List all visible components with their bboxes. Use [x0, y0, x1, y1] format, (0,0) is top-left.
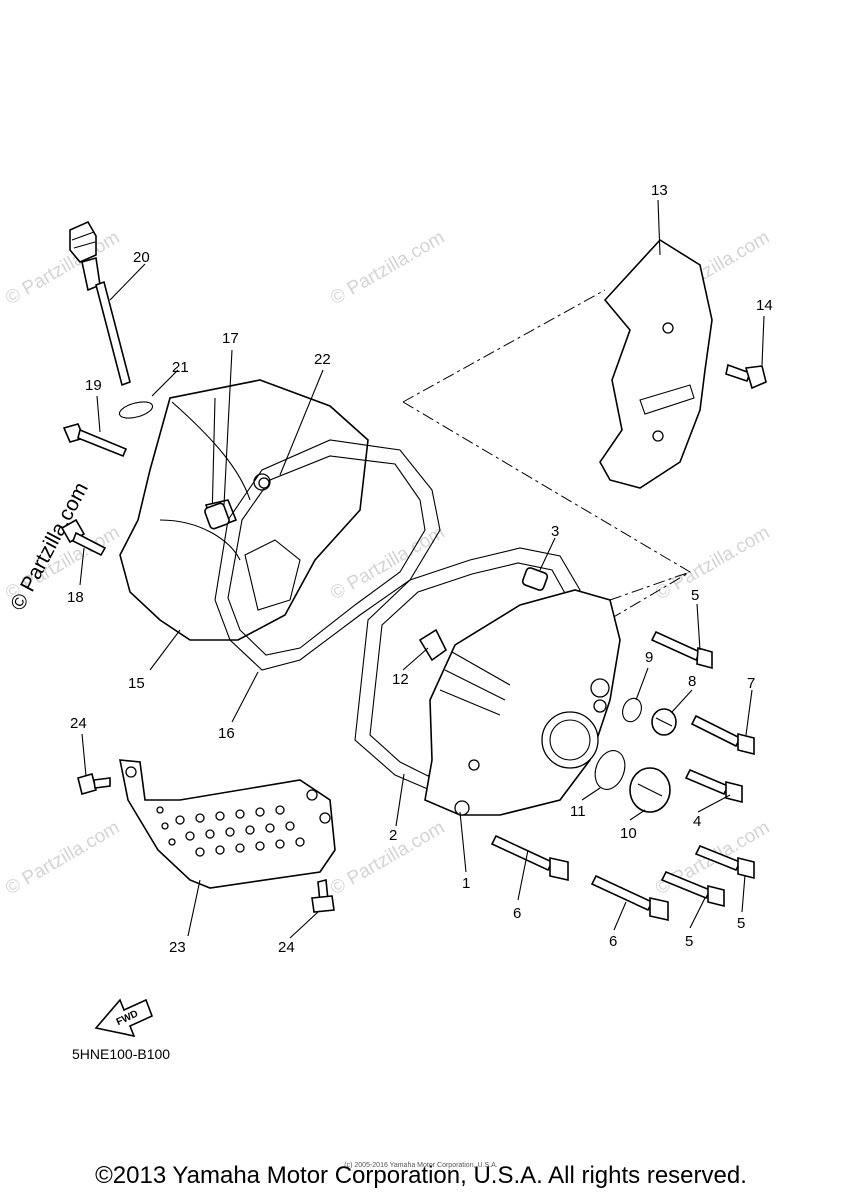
callout-12: 12: [392, 671, 409, 688]
gasket-part-2: [354, 547, 581, 791]
small-notice: (c) 2005-2016 Yamaha Motor Corporation, …: [344, 1162, 498, 1169]
callout-2: 2: [389, 827, 397, 844]
bolt-part-19: [62, 423, 128, 458]
callout-9: 9: [645, 649, 653, 666]
diagram-code: 5HNE100-B100: [72, 1046, 171, 1062]
watermark: © Partzilla.com: [2, 817, 123, 899]
callout-labels: 1 2 3 4 5 5 5 6 6 7 8 9 10 11 12 13 14 1…: [67, 182, 773, 956]
callout-20: 20: [133, 249, 150, 266]
guard-plate-part-23: [119, 759, 336, 889]
guard-plate-holes: [156, 805, 305, 857]
callout-24-bottom: 24: [278, 939, 295, 956]
dipstick-part-20: [69, 220, 131, 387]
callout-1: 1: [462, 875, 470, 892]
callout-5-low: 5: [685, 933, 693, 950]
callout-7: 7: [747, 675, 755, 692]
callout-23: 23: [169, 939, 186, 956]
callout-14: 14: [756, 297, 773, 314]
bolt-part-4: [684, 768, 743, 804]
watermark: © Partzilla.com: [327, 522, 448, 604]
clamp-part-12: [418, 628, 448, 662]
callout-11: 11: [570, 803, 586, 820]
seal-part-22: [258, 477, 270, 489]
callout-16: 16: [218, 725, 235, 742]
plug-part-8: [651, 708, 677, 736]
callout-17: 17: [222, 330, 239, 347]
watermark: © Partzilla.com: [652, 522, 773, 604]
callout-6-a: 6: [513, 905, 521, 922]
callout-21: 21: [172, 359, 189, 376]
bolt-part-5-top: [650, 630, 713, 670]
callout-15: 15: [128, 675, 145, 692]
callout-13: 13: [651, 182, 668, 199]
bolt-part-24-top: [77, 773, 111, 795]
callout-3: 3: [551, 523, 559, 540]
callout-5-top: 5: [691, 587, 699, 604]
callout-19: 19: [85, 377, 102, 394]
callout-8: 8: [688, 673, 696, 690]
callout-4: 4: [693, 813, 701, 830]
crankcase-cover-part-1: [424, 589, 621, 816]
watermark: © Partzilla.com: [327, 817, 448, 899]
copyright-footer: ©2013 Yamaha Motor Corporation, U.S.A. A…: [95, 1162, 747, 1189]
dowel-part-3: [521, 567, 549, 591]
callout-18: 18: [67, 589, 84, 606]
bolt-part-24-bottom: [311, 878, 335, 913]
callout-24-top: 24: [70, 715, 87, 732]
bolt-part-7: [690, 714, 755, 756]
callout-10: 10: [620, 825, 637, 842]
oring-part-9: [622, 697, 642, 723]
bolt-part-18: [60, 518, 107, 557]
callout-22: 22: [314, 351, 331, 368]
sprocket-cover-part-13: [599, 238, 713, 489]
bolt-part-14: [725, 363, 767, 390]
plug-part-10: [629, 767, 671, 813]
callout-6-b: 6: [609, 933, 617, 950]
bolt-part-5-low: [660, 870, 725, 908]
reference-dashed-lines: [402, 289, 691, 626]
watermark: © Partzilla.com: [327, 227, 448, 309]
leader-lines: [79, 199, 765, 939]
crankcase-cover-part-15: [119, 379, 369, 641]
bolt-part-6-a: [490, 834, 569, 881]
fwd-arrow-icon: FWD: [94, 998, 154, 1038]
bolt-part-6-b: [590, 874, 669, 921]
oring-part-21: [118, 401, 154, 419]
oring-part-11: [594, 750, 626, 790]
callout-5-right: 5: [737, 915, 745, 932]
bolt-part-5-mid: [694, 844, 755, 880]
dowel-part-17: [204, 502, 230, 530]
